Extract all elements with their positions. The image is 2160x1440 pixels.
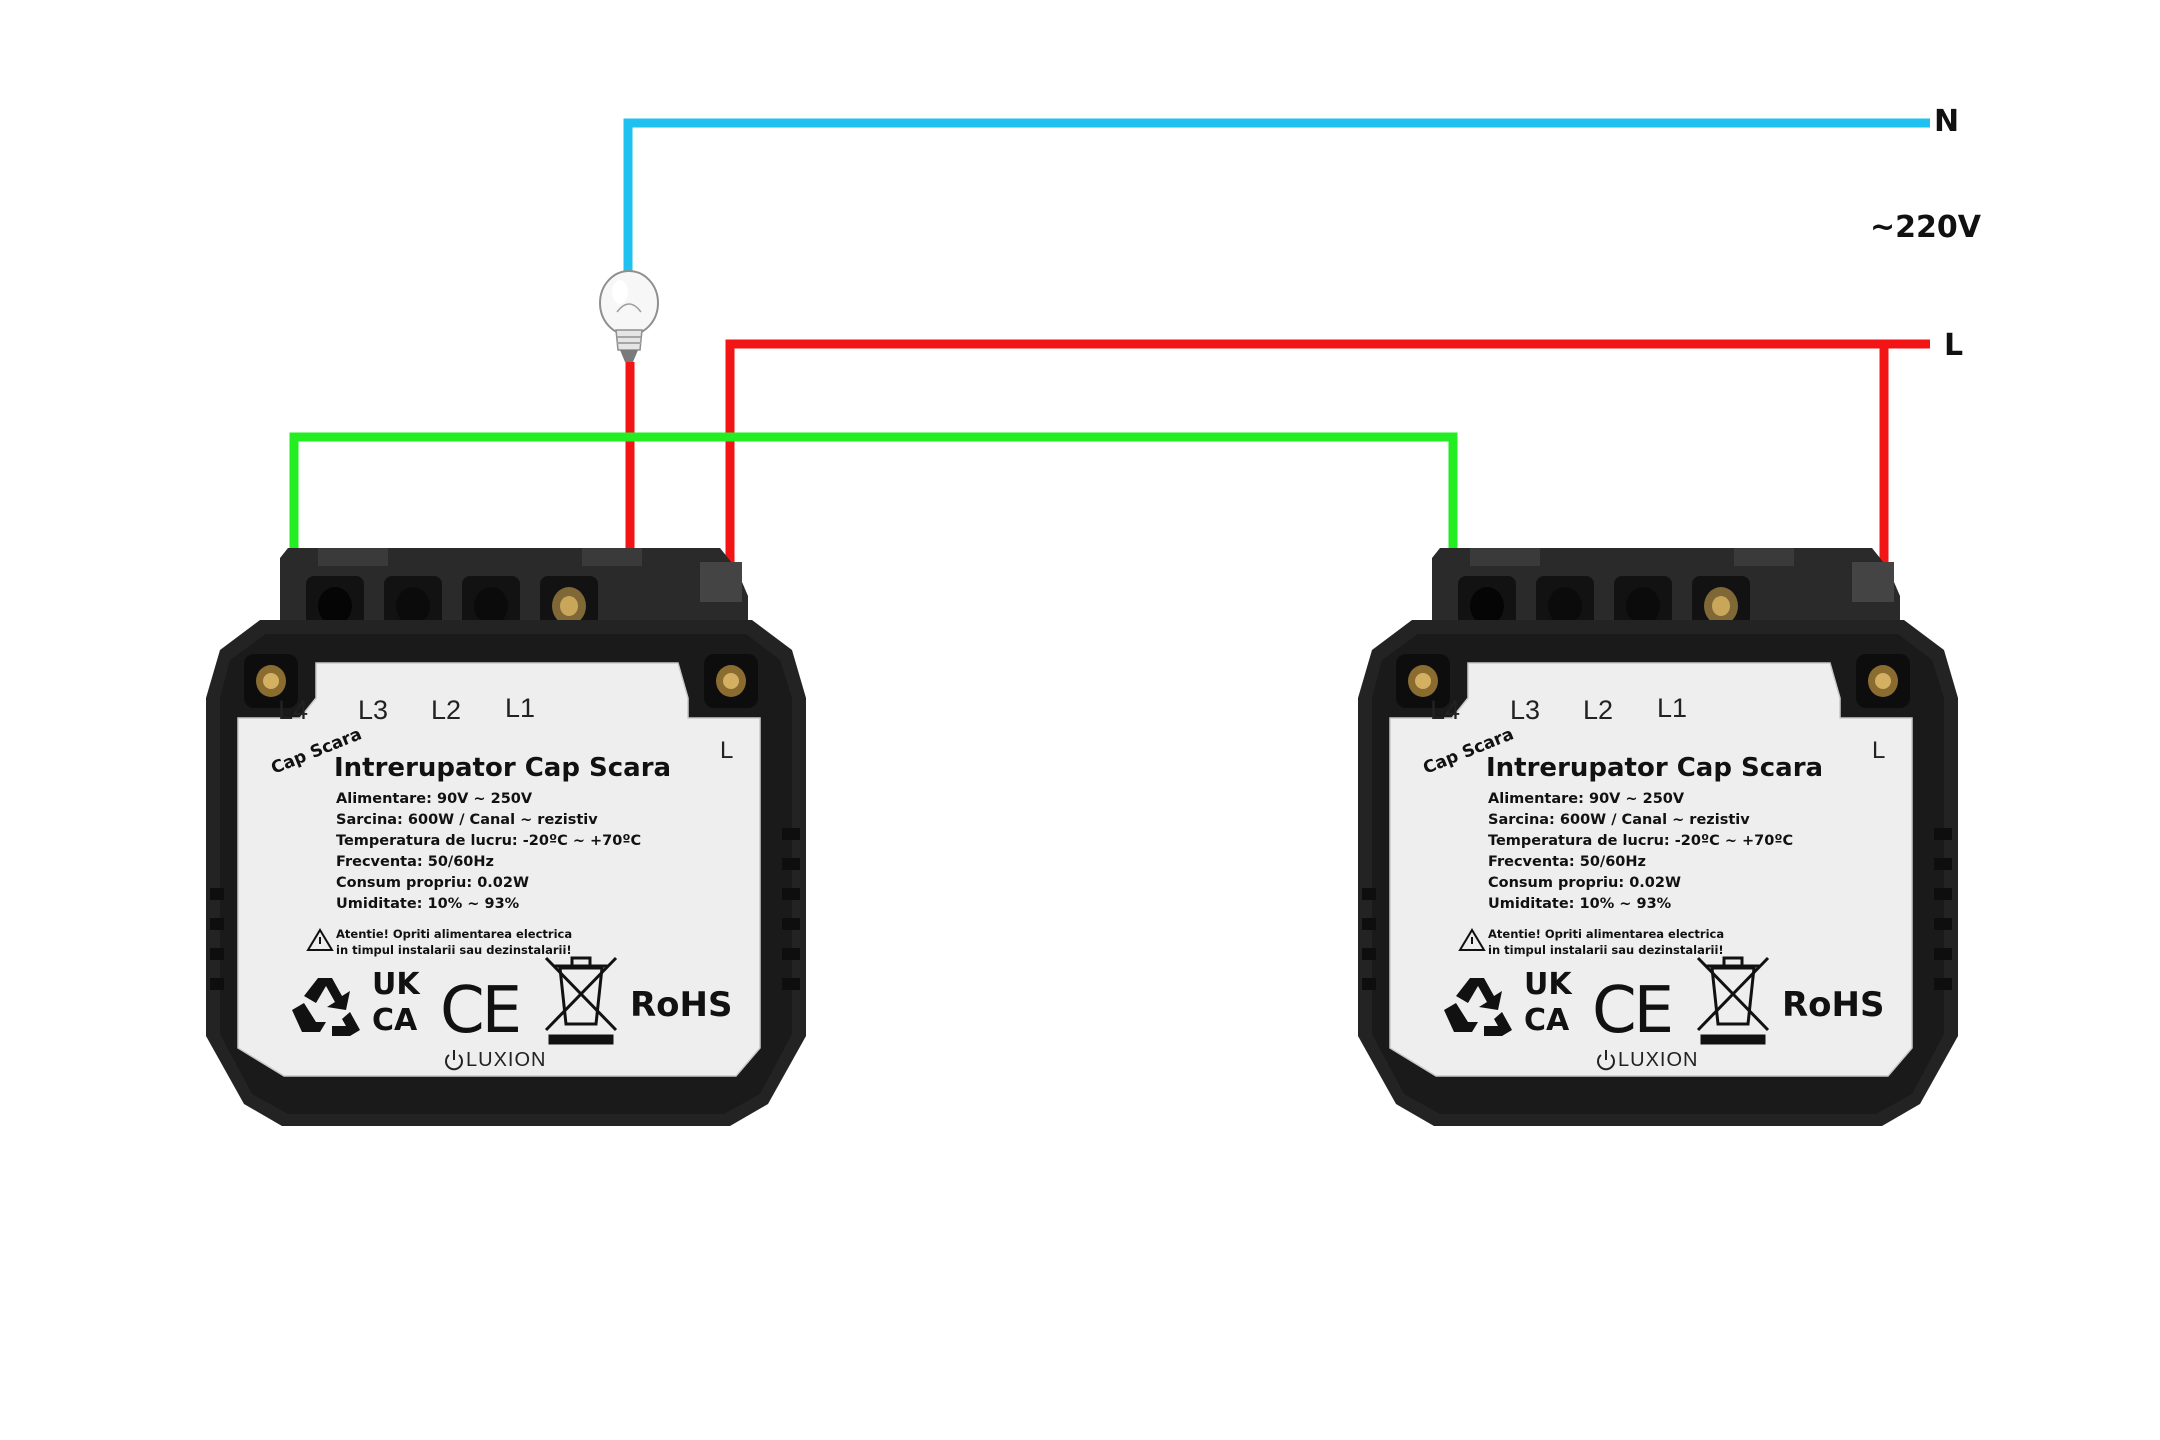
switch-module-right: L4 L3 L2 L1 L Cap Scara Intrerupator Cap…: [1352, 548, 1964, 1126]
power-icon: [445, 1050, 463, 1071]
rohs-mark: RoHS: [1782, 985, 1884, 1025]
warning-triangle-icon: [1458, 928, 1486, 951]
warning-triangle-icon: [306, 928, 334, 951]
terminal-label-l4: L4: [278, 695, 308, 725]
brand-logo: LUXION: [466, 1049, 546, 1071]
terminal-label-l1: L1: [1657, 693, 1687, 723]
crossed-bin-icon: [544, 956, 618, 1045]
terminal-label-l2: L2: [1583, 695, 1613, 725]
ukca-mark-top: UK: [372, 967, 421, 1002]
spec-line: Alimentare: 90V ~ 250V: [1488, 791, 1685, 807]
terminal-label-l2: L2: [431, 695, 461, 725]
label-panel: [1389, 662, 1913, 1077]
product-title: Intrerupator Cap Scara: [334, 753, 671, 783]
recycle-icon: [292, 978, 360, 1036]
spec-line: Consum propriu: 0.02W: [336, 875, 529, 891]
recycle-icon: [1444, 978, 1512, 1036]
spec-line: Sarcina: 600W / Canal ~ rezistiv: [1488, 812, 1750, 828]
neutral-label: N: [1934, 104, 1960, 139]
module-artwork: L4 L3 L2 L1 L Cap Scara Intrerupator Cap…: [1358, 548, 1958, 1126]
neutral-wire: [623, 118, 1930, 275]
spec-line: Umiditate: 10% ~ 93%: [336, 896, 520, 912]
ukca-mark-bottom: CA: [372, 1003, 418, 1038]
switch-module-left: L4 L3 L2 L1 L Cap Scara Intrerupator Cap…: [200, 548, 812, 1126]
ukca-mark-bottom: CA: [1524, 1003, 1570, 1038]
spec-line: Umiditate: 10% ~ 93%: [1488, 896, 1672, 912]
product-title: Intrerupator Cap Scara: [1486, 753, 1823, 783]
terminal-label-l: L: [1872, 737, 1885, 764]
warning-text: in timpul instalarii sau dezinstalarii!: [1488, 943, 1724, 957]
spec-line: Temperatura de lucru: -20ºC ~ +70ºC: [336, 833, 641, 849]
warning-text: in timpul instalarii sau dezinstalarii!: [336, 943, 572, 957]
ukca-mark-top: UK: [1524, 967, 1573, 1002]
brand-logo: LUXION: [1618, 1049, 1698, 1071]
rohs-mark: RoHS: [630, 985, 732, 1025]
warning-text: Atentie! Opriti alimentarea electrica: [336, 927, 572, 941]
spec-line: Frecventa: 50/60Hz: [336, 854, 494, 870]
terminal-label-l4: L4: [1430, 695, 1460, 725]
ce-mark: CE: [1592, 974, 1674, 1048]
spec-line: Alimentare: 90V ~ 250V: [336, 791, 533, 807]
spec-line: Frecventa: 50/60Hz: [1488, 854, 1646, 870]
terminal-label-l3: L3: [1510, 695, 1540, 725]
module-artwork: L4 L3 L2 L1 L Cap Scara Intrerupator Cap…: [206, 548, 806, 1126]
light-bulb-icon: [599, 270, 659, 362]
spec-line: Temperatura de lucru: -20ºC ~ +70ºC: [1488, 833, 1793, 849]
terminal-label-l3: L3: [358, 695, 388, 725]
ce-mark: CE: [440, 974, 522, 1048]
spec-line: Consum propriu: 0.02W: [1488, 875, 1681, 891]
terminal-label-l1: L1: [505, 693, 535, 723]
voltage-label: ~220V: [1870, 210, 1981, 245]
crossed-bin-icon: [1696, 956, 1770, 1045]
warning-text: Atentie! Opriti alimentarea electrica: [1488, 927, 1724, 941]
terminal-label-l: L: [720, 737, 733, 764]
line-label: L: [1944, 328, 1964, 363]
spec-line: Sarcina: 600W / Canal ~ rezistiv: [336, 812, 598, 828]
power-icon: [1597, 1050, 1615, 1071]
label-panel: [237, 662, 761, 1077]
